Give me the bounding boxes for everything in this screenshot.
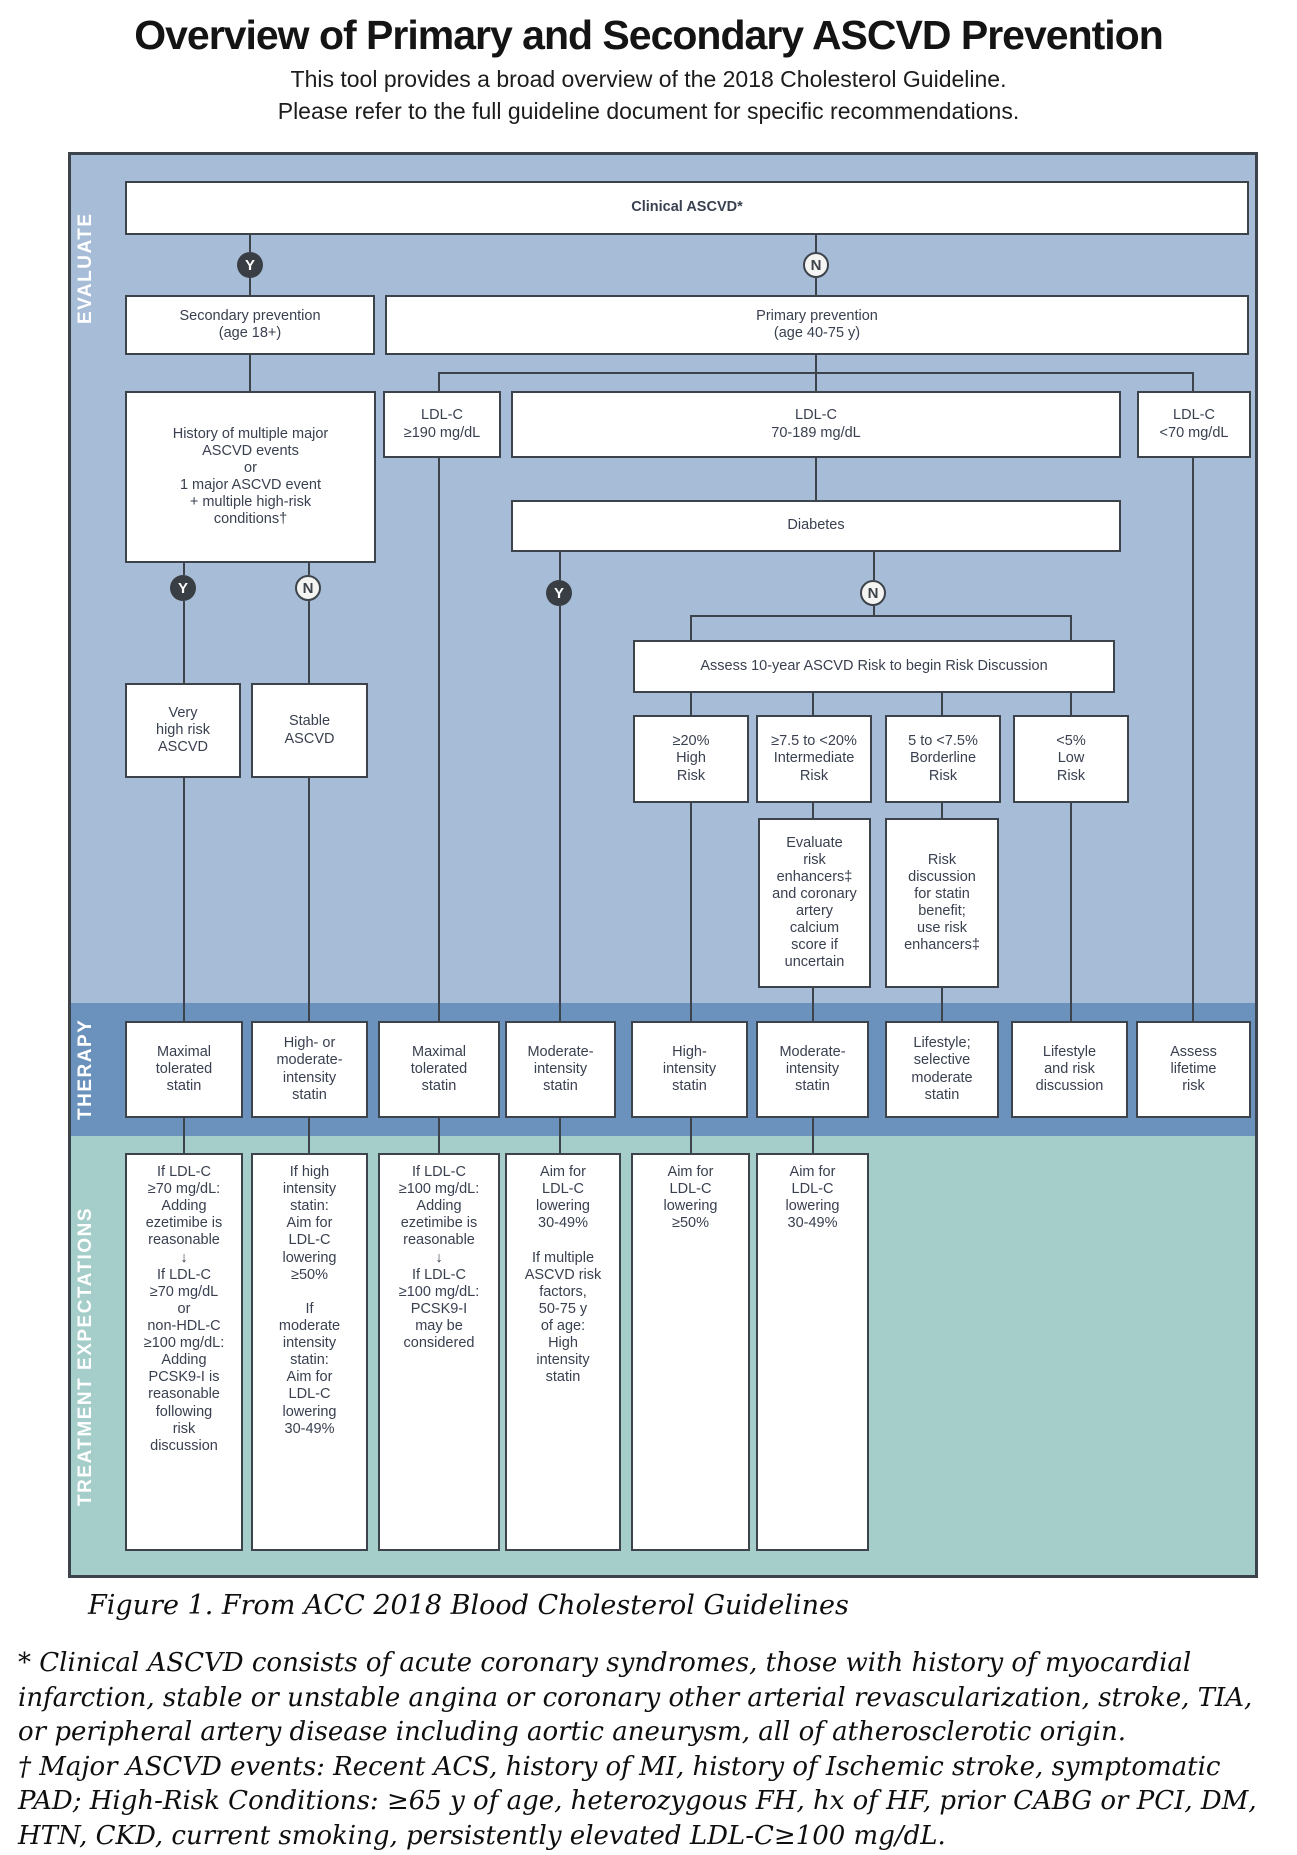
- node-risk-discussion: Risk discussion for statin benefit; use …: [885, 818, 999, 988]
- connector-line: [438, 458, 440, 1021]
- connector-line: [308, 778, 310, 1021]
- treatment-expectations-section-label: TREATMENT EXPECTATIONS: [75, 1207, 96, 1507]
- figure-caption: Figure 1. From ACC 2018 Blood Cholestero…: [88, 1590, 849, 1621]
- footnote-major-events: † Major ASCVD events: Recent ACS, histor…: [18, 1751, 1257, 1851]
- flowchart-frame: EVALUATE THERAPY TREATMENT EXPECTATIONS …: [68, 152, 1258, 1578]
- connector-line: [941, 803, 943, 818]
- node-very-high-risk-ascvd: Very high risk ASCVD: [125, 683, 241, 778]
- decision-yes-circle: Y: [170, 575, 196, 601]
- therapy-moderate-intensity-statin-1: Moderate- intensity statin: [505, 1021, 616, 1118]
- connector-line: [183, 563, 185, 575]
- expectation-diabetes: Aim for LDL-C lowering 30-49% If multipl…: [505, 1153, 621, 1551]
- node-risk-intermediate: ≥7.5 to <20% Intermediate Risk: [756, 715, 872, 803]
- expectation-intermediate-risk: Aim for LDL-C lowering 30-49%: [756, 1153, 869, 1551]
- connector-line: [812, 1118, 814, 1153]
- therapy-lifestyle-and-risk-discussion: Lifestyle and risk discussion: [1011, 1021, 1128, 1118]
- therapy-high-intensity-statin: High- intensity statin: [631, 1021, 748, 1118]
- footnote-clinical-ascvd: * Clinical ASCVD consists of acute coron…: [18, 1648, 1253, 1748]
- node-risk-borderline: 5 to <7.5% Borderline Risk: [885, 715, 1001, 803]
- connector-line: [941, 988, 943, 1021]
- expectation-secondary-very-high-risk: If LDL-C ≥70 mg/dL: Adding ezetimibe is …: [125, 1153, 243, 1551]
- connector-line: [308, 1118, 310, 1153]
- connector-line: [559, 606, 561, 1021]
- therapy-moderate-intensity-statin-2: Moderate- intensity statin: [756, 1021, 869, 1118]
- node-risk-low: <5% Low Risk: [1013, 715, 1129, 803]
- connector-line: [690, 615, 692, 640]
- connector-line: [690, 803, 692, 1021]
- evaluate-section-label: EVALUATE: [75, 212, 96, 324]
- connector-line: [1192, 458, 1194, 1021]
- footnotes: * Clinical ASCVD consists of acute coron…: [18, 1646, 1282, 1853]
- decision-no-circle: N: [295, 575, 321, 601]
- connector-line: [873, 606, 875, 617]
- connector-line: [1192, 372, 1194, 391]
- connector-line: [815, 235, 817, 252]
- connector-line: [249, 235, 251, 252]
- connector-line: [438, 372, 1194, 374]
- node-clinical-ascvd: Clinical ASCVD*: [125, 181, 1249, 235]
- connector-line: [249, 278, 251, 295]
- therapy-lifestyle-selective-moderate-statin: Lifestyle; selective moderate statin: [885, 1021, 999, 1118]
- connector-line: [941, 693, 943, 715]
- subtitle-line-1: This tool provides a broad overview of t…: [290, 66, 1007, 92]
- therapy-section-label: THERAPY: [75, 1018, 96, 1121]
- node-ldl-70-189: LDL-C 70-189 mg/dL: [511, 391, 1121, 458]
- node-secondary-prevention: Secondary prevention (age 18+): [125, 295, 375, 355]
- connector-line: [438, 1118, 440, 1153]
- subtitle-line-2: Please refer to the full guideline docum…: [277, 98, 1020, 124]
- decision-yes-circle: Y: [546, 580, 572, 606]
- connector-line: [690, 615, 1072, 617]
- connector-line: [1070, 693, 1072, 715]
- connector-line: [438, 372, 440, 391]
- connector-line: [815, 278, 817, 295]
- node-ascvd-history: History of multiple major ASCVD events o…: [125, 391, 376, 563]
- connector-line: [690, 1118, 692, 1153]
- node-primary-prevention: Primary prevention (age 40-75 y): [385, 295, 1249, 355]
- connector-line: [1070, 803, 1072, 1021]
- node-assess-10yr-risk: Assess 10-year ASCVD Risk to begin Risk …: [633, 640, 1115, 693]
- expectation-ldl-ge-190: If LDL-C ≥100 mg/dL: Adding ezetimibe is…: [378, 1153, 500, 1551]
- node-stable-ascvd: Stable ASCVD: [251, 683, 368, 778]
- expectation-high-risk: Aim for LDL-C lowering ≥50%: [631, 1153, 750, 1551]
- connector-line: [812, 988, 814, 1021]
- decision-no-circle: N: [803, 252, 829, 278]
- connector-line: [812, 693, 814, 715]
- therapy-maximal-tolerated-statin-1: Maximal tolerated statin: [125, 1021, 243, 1118]
- connector-line: [183, 1118, 185, 1153]
- connector-line: [812, 803, 814, 818]
- connector-line: [690, 693, 692, 715]
- therapy-assess-lifetime-risk: Assess lifetime risk: [1136, 1021, 1251, 1118]
- connector-line: [308, 601, 310, 683]
- connector-line: [815, 458, 817, 500]
- connector-line: [873, 552, 875, 580]
- connector-line: [308, 563, 310, 575]
- node-risk-high: ≥20% High Risk: [633, 715, 749, 803]
- connector-line: [183, 601, 185, 683]
- therapy-maximal-tolerated-statin-2: Maximal tolerated statin: [378, 1021, 500, 1118]
- expectation-stable-ascvd: If high intensity statin: Aim for LDL-C …: [251, 1153, 368, 1551]
- therapy-high-or-moderate-statin: High- or moderate- intensity statin: [251, 1021, 368, 1118]
- node-evaluate-risk-enhancers: Evaluate risk enhancers‡ and coronary ar…: [758, 818, 871, 988]
- node-ldl-lt-70: LDL-C <70 mg/dL: [1137, 391, 1251, 458]
- decision-yes-circle: Y: [237, 252, 263, 278]
- page-title: Overview of Primary and Secondary ASCVD …: [134, 12, 1164, 58]
- connector-line: [183, 778, 185, 1021]
- connector-line: [249, 355, 251, 391]
- connector-line: [1070, 615, 1072, 640]
- connector-line: [559, 552, 561, 580]
- connector-line: [559, 1118, 561, 1153]
- node-ldl-ge-190: LDL-C ≥190 mg/dL: [383, 391, 501, 458]
- decision-no-circle: N: [860, 580, 886, 606]
- node-diabetes: Diabetes: [511, 500, 1121, 552]
